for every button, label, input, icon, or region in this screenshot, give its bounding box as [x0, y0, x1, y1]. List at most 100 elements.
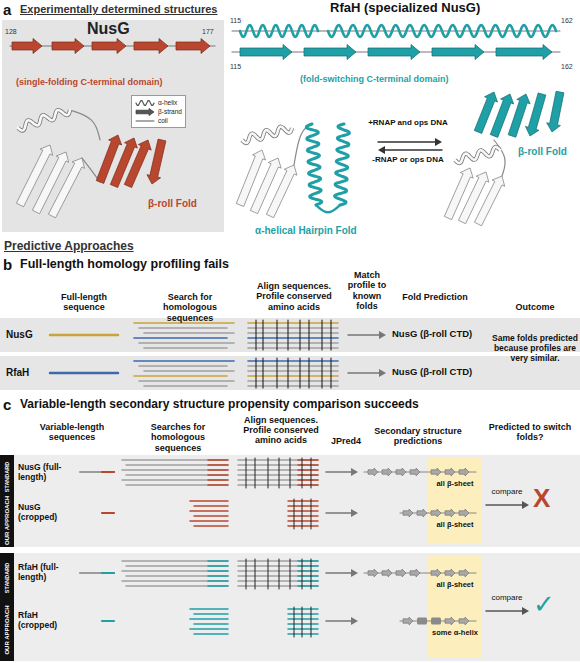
line	[255, 458, 256, 488]
line	[122, 459, 228, 461]
strand-arrow	[459, 617, 469, 625]
node-illustration	[428, 556, 482, 658]
helix	[240, 25, 318, 37]
strand-arrow	[445, 569, 455, 577]
helix	[306, 124, 321, 205]
line	[287, 358, 288, 388]
line	[383, 149, 442, 150]
line	[348, 372, 381, 374]
line	[208, 459, 228, 461]
line	[190, 618, 228, 620]
strand-arrow	[459, 468, 469, 476]
approach-tag: STANDARD	[0, 557, 14, 599]
line	[134, 375, 227, 377]
legend-row: β-strand	[135, 107, 182, 116]
strand-arrow	[368, 45, 420, 60]
line	[302, 607, 303, 637]
line	[302, 499, 303, 529]
line	[238, 479, 318, 481]
strand-arrow	[410, 468, 420, 476]
strand-arrow	[368, 569, 378, 577]
line	[208, 464, 228, 466]
line	[294, 607, 295, 637]
prediction-result: all β-sheet	[428, 581, 482, 590]
strand-arrow	[403, 617, 413, 625]
residue-number: 128	[5, 28, 17, 36]
page-frame	[10, 39, 215, 218]
column-header: JPred4	[326, 436, 366, 446]
legend-sample	[135, 99, 155, 107]
line	[298, 565, 318, 567]
strand-arrow	[32, 152, 68, 214]
strand-arrow	[368, 468, 378, 476]
strand-arrow	[147, 139, 166, 184]
panel-title: Variable-length secondary structure prop…	[20, 398, 419, 412]
line	[238, 464, 318, 466]
line	[326, 471, 353, 473]
page-frame	[50, 358, 386, 388]
strand-arrow	[304, 45, 356, 60]
strand-arrow	[459, 569, 469, 577]
line	[139, 365, 227, 367]
line	[126, 464, 228, 466]
line	[298, 479, 318, 481]
condition-label: +RNAP and ops DNA	[366, 118, 450, 127]
line	[248, 347, 338, 349]
line	[308, 358, 309, 388]
approach-row: STANDARDOUR APPROACHall β-sheetall β-she…	[0, 455, 580, 547]
page-frame	[428, 468, 476, 517]
line	[194, 505, 228, 507]
approach-bar: STANDARDOUR APPROACH	[0, 455, 14, 547]
line	[288, 623, 318, 625]
line	[126, 565, 228, 567]
line	[248, 365, 338, 367]
line	[298, 580, 318, 582]
helix	[242, 127, 292, 143]
line	[294, 499, 295, 529]
compare-label: compare	[484, 487, 530, 496]
line	[311, 607, 312, 637]
line	[126, 484, 228, 486]
line	[311, 499, 312, 529]
line	[255, 358, 256, 388]
column-header: Full-length sequence	[48, 292, 120, 313]
line	[288, 613, 318, 615]
line	[194, 525, 228, 527]
line	[122, 479, 228, 481]
line	[246, 559, 247, 589]
line	[122, 580, 228, 582]
line	[298, 464, 318, 466]
line	[378, 141, 437, 142]
line	[302, 458, 303, 488]
line	[262, 358, 263, 388]
strand-arrow	[124, 140, 151, 188]
line	[208, 585, 228, 587]
line	[238, 570, 318, 572]
line	[288, 520, 318, 522]
line	[248, 385, 338, 387]
line	[190, 608, 228, 610]
line	[288, 515, 318, 517]
helix-outline	[455, 147, 500, 163]
strand-arrow	[431, 569, 441, 577]
arrow-head	[379, 369, 386, 377]
line	[50, 372, 118, 375]
line	[238, 585, 318, 587]
line	[279, 559, 280, 589]
line	[194, 613, 228, 615]
line	[288, 628, 318, 630]
line	[486, 610, 524, 612]
arrow-head	[378, 146, 385, 154]
line	[238, 575, 318, 577]
line	[290, 559, 291, 589]
panel-letter: a	[3, 1, 11, 18]
strand-arrow	[396, 569, 406, 577]
line	[262, 320, 263, 350]
strand-arrow	[445, 617, 455, 625]
line	[298, 585, 318, 587]
line	[126, 585, 228, 587]
line	[288, 510, 318, 512]
line	[248, 327, 338, 329]
column-header: Match profile to known folds	[343, 270, 391, 311]
line	[80, 572, 114, 574]
